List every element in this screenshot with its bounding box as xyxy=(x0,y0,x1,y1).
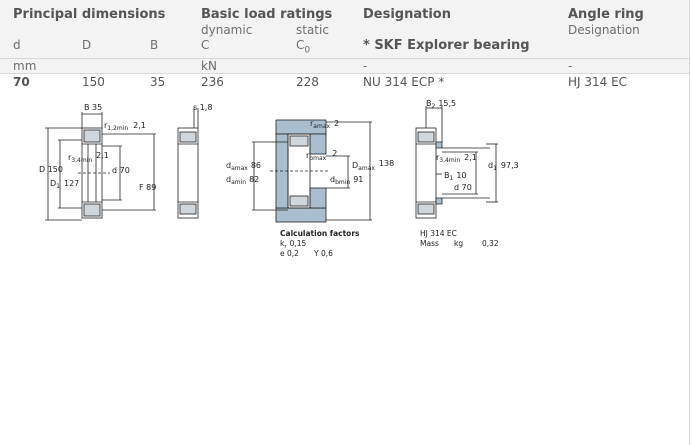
angle-ring-designation-label: Designation xyxy=(568,23,640,37)
header-divider xyxy=(0,58,689,59)
explorer-note: * SKF Explorer bearing xyxy=(363,38,530,53)
value-C0: 228 xyxy=(296,75,319,89)
value-D: 150 xyxy=(82,75,105,89)
value-B: 35 xyxy=(150,75,166,89)
designation-heading: Designation xyxy=(363,7,451,22)
bearing-section-drawing xyxy=(45,112,156,221)
dim-F-label: F 89 xyxy=(139,183,156,192)
units-divider xyxy=(0,73,689,74)
mass-value: 0,32 xyxy=(482,239,499,248)
dim-d70-label: d 70 xyxy=(454,183,472,192)
hj-title: HJ 314 EC xyxy=(420,229,457,238)
dim-B-label: B 35 xyxy=(84,103,102,112)
basic-load-ratings-heading: Basic load ratings xyxy=(201,7,333,22)
dim-D-label: D 150 xyxy=(39,165,63,174)
value-d: 70 xyxy=(13,75,30,89)
col-d-label: d xyxy=(13,38,21,52)
mass-label: Mass xyxy=(420,239,439,248)
kg-label: kg xyxy=(454,239,463,248)
value-designation: NU 314 ECP * xyxy=(363,75,445,89)
angle-ring-heading: Angle ring xyxy=(568,7,644,22)
abutment-drawing xyxy=(252,119,372,223)
static-label: static xyxy=(296,23,329,37)
col-C-label: C xyxy=(201,38,210,52)
principal-dimensions-heading: Principal dimensions xyxy=(13,7,166,22)
calc-factors-title: Calculation factors xyxy=(280,229,360,238)
dim-d-label: d 70 xyxy=(112,166,130,175)
unit-mm: mm xyxy=(13,59,37,73)
dim-s-label: s 1,8 xyxy=(193,103,212,112)
unit-angle-ring-dash: - xyxy=(568,59,573,73)
unit-kn: kN xyxy=(201,59,217,73)
calc-Y: Y 0,6 xyxy=(313,249,333,258)
col-B-label: B xyxy=(150,38,159,52)
dim-rb-label: rbmax2 xyxy=(306,149,337,162)
dynamic-label: dynamic xyxy=(201,23,253,37)
calc-e: e 0,2 xyxy=(280,249,299,258)
value-C: 236 xyxy=(201,75,224,89)
table-row xyxy=(0,74,689,90)
dim-Da-max-label: Damax138 xyxy=(352,159,394,172)
dim-r34-label: r3,4min2,1 xyxy=(68,151,109,164)
col-C0-label: C0 xyxy=(296,38,311,56)
table-header xyxy=(0,0,689,73)
col-D-label: D xyxy=(82,38,92,52)
unit-designation-dash: - xyxy=(363,59,368,73)
value-angle-ring: HJ 314 EC xyxy=(568,75,628,89)
axial-displacement-drawing xyxy=(177,108,199,219)
angle-ring-drawing xyxy=(415,106,498,219)
